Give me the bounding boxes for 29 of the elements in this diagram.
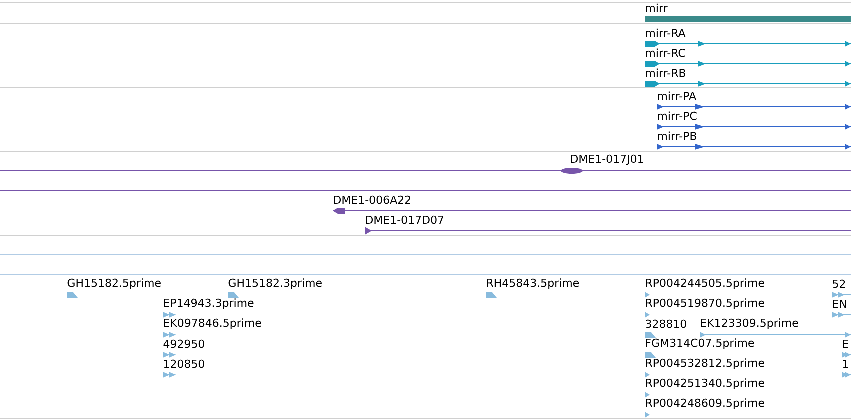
feature-label: DME1-017D07 [366,216,444,224]
feature-label: FGM314C07.5prime [646,338,754,350]
feature-label: RP004251340.5prime [646,378,764,390]
feature-label: 492950 [164,340,204,348]
feature-label: mirr-PC [658,112,697,120]
feature-label: RP004519870.5prime [646,298,764,310]
feature-label: RP004532812.5prime [646,358,764,370]
feature-label: 1 [843,360,848,368]
feature-label: EN [833,300,846,308]
feature-label: EK123309.5prime [701,318,798,330]
feature-label: EP14943.3prime [164,298,254,310]
feature-label: DME1-017J01 [571,154,644,166]
feature-label: E [843,340,848,348]
feature-label: 52 [833,280,846,288]
feature-label: mirr-PB [658,132,696,140]
feature-label: mirr [646,4,668,12]
feature-label: RH45843.5prime [487,278,580,290]
feature-label: RP004248609.5prime [646,398,764,410]
feature-label: RP004244505.5prime [646,278,764,290]
feature-label: DME1-006A22 [334,196,410,204]
feature-label: 328810 [646,320,686,328]
feature-label: mirr-PA [658,92,696,100]
feature-label: GH15182.5prime [68,278,161,290]
feature-label: EK097846.5prime [164,318,262,330]
feature-label: GH15182.3prime [228,278,322,290]
feature-label: mirr-RA [646,28,686,38]
feature-label: mirr-RC [646,48,686,58]
feature-label: mirr-RB [646,68,686,78]
feature-label: 120850 [164,360,204,368]
